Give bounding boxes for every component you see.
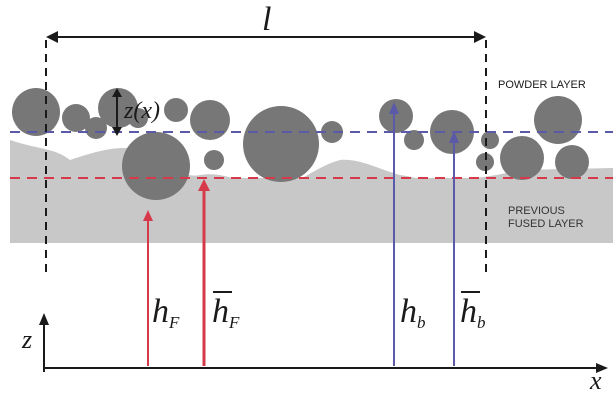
particle [164, 98, 188, 122]
x-axis-label: x [589, 366, 602, 393]
particle [204, 150, 224, 170]
z-axis-arrowhead [39, 313, 49, 325]
roughness-arrowhead-bottom [112, 127, 122, 136]
hb-label: hb [400, 293, 426, 332]
roughness-arrowhead-top [112, 88, 122, 97]
hF-bar-arrowhead [198, 179, 210, 191]
particle [85, 117, 107, 139]
length-label: l [262, 1, 271, 38]
length-arrowhead-right [474, 31, 486, 43]
roughness-label: z(x) [123, 98, 160, 124]
hF-bar-label: hF [212, 293, 240, 332]
particle [379, 99, 413, 133]
particle [321, 121, 343, 143]
hF-arrowhead [143, 210, 153, 221]
particle [243, 106, 319, 182]
particle [128, 108, 148, 128]
particle [122, 132, 190, 200]
hb-arrowhead [389, 102, 399, 114]
hb-bar-label: hb [460, 293, 486, 332]
previous-layer-label-2: FUSED LAYER [508, 218, 584, 230]
particle [12, 88, 60, 136]
previous-layer-label-1: PREVIOUS [508, 205, 565, 217]
hF-label: hF [152, 293, 180, 332]
particle [500, 136, 544, 180]
powder-layer-label: POWDER LAYER [498, 79, 586, 91]
z-axis-label: z [21, 325, 32, 354]
particle [476, 153, 494, 171]
particle [534, 96, 582, 144]
particle [481, 131, 499, 149]
particle [555, 145, 589, 179]
fused-layer-base [10, 178, 613, 243]
particle [62, 104, 90, 132]
x-axis-arrowhead [596, 363, 608, 373]
powder-particles [12, 88, 589, 200]
particle [190, 100, 230, 140]
length-arrowhead-left [46, 31, 58, 43]
particle [404, 130, 424, 150]
hb-bar-arrowhead [449, 131, 459, 143]
